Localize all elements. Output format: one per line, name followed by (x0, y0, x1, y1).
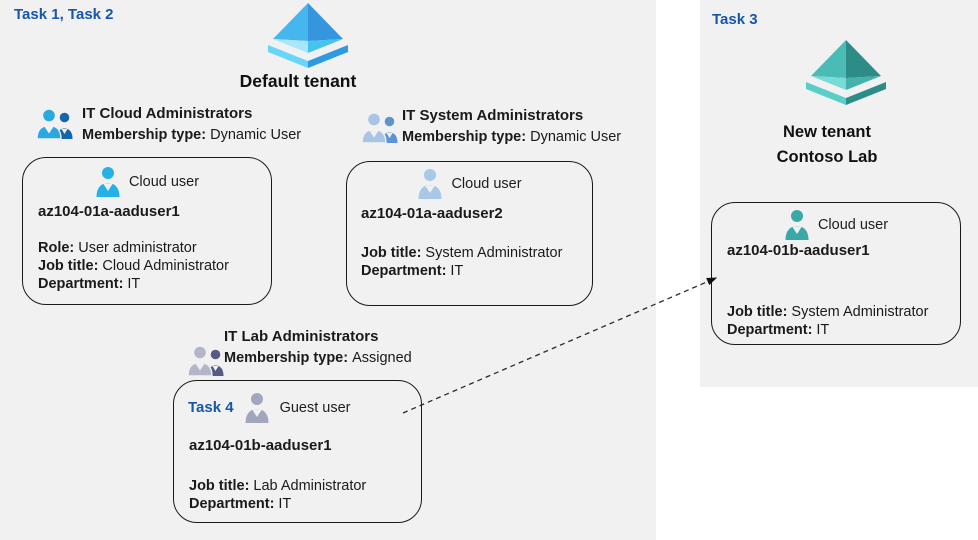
group-icon-lab-admins (187, 344, 225, 377)
card-header: Cloud user (347, 168, 592, 199)
group-membership: Membership type:Dynamic User (402, 128, 621, 147)
task-3-label: Task 3 (712, 11, 758, 28)
field-job-title: Job title:System Administrator (727, 304, 929, 320)
user-card-aaduser1: Cloud user az104-01a-aaduser1 Role:User … (22, 157, 272, 305)
group-icon-cloud-admins (36, 107, 74, 140)
membership-label: Membership type: (402, 129, 527, 145)
field-job-title: Job title:Cloud Administrator (38, 258, 229, 274)
cloud-user-icon (95, 166, 121, 197)
user-type-label: Cloud user (128, 173, 200, 190)
cloud-user-icon (784, 209, 810, 240)
user-fields: Job title:System Administrator Departmen… (361, 244, 562, 280)
user-card-aaduser2: Cloud user az104-01a-aaduser2 Job title:… (346, 161, 593, 306)
user-type-label: Cloud user (451, 175, 522, 192)
group-membership: Membership type:Dynamic User (82, 126, 301, 145)
field-department: Department:IT (189, 496, 292, 512)
username: az104-01a-aaduser2 (361, 205, 503, 222)
membership-label: Membership type: (224, 350, 349, 366)
new-tenant-azure-ad-icon (798, 40, 894, 106)
field-job-title: Job title:Lab Administrator (189, 478, 367, 494)
username: az104-01b-aaduser1 (727, 242, 870, 259)
group-name: IT Lab Administrators (224, 328, 379, 345)
guest-user-card: Task 4 Guest user az104-01b-aaduser1 Job… (173, 380, 422, 523)
default-tenant-panel (0, 0, 656, 540)
username: az104-01b-aaduser1 (189, 437, 332, 454)
group-lab-admins: IT Lab Administrators Membership type:As… (224, 327, 412, 368)
group-membership: Membership type:Assigned (224, 349, 412, 368)
group-cloud-admins: IT Cloud Administrators Membership type:… (82, 104, 301, 145)
guest-user-icon (244, 392, 270, 423)
field-department: Department:IT (361, 263, 464, 279)
group-system-admins: IT System Administrators Membership type… (402, 106, 621, 147)
card-header: Cloud user (23, 166, 271, 197)
cloud-user-icon (417, 168, 443, 199)
card-header: Task 4 Guest user (174, 392, 421, 423)
default-tenant-title: Default tenant (239, 71, 357, 91)
new-tenant-title-line2: Contoso Lab (776, 148, 878, 166)
username: az104-01a-aaduser1 (38, 203, 180, 220)
task-1-2-label: Task 1, Task 2 (14, 6, 114, 23)
card-header: Cloud user (712, 209, 960, 240)
user-type-label: Guest user (279, 399, 351, 416)
field-department: Department:IT (38, 276, 141, 292)
field-job-title: Job title:System Administrator (361, 245, 563, 261)
group-name: IT System Administrators (402, 107, 584, 124)
membership-label: Membership type: (82, 127, 207, 143)
group-icon-system-admins (361, 111, 399, 144)
user-fields: Job title:System Administrator Departmen… (727, 303, 928, 339)
task-4-label: Task 4 (188, 399, 234, 416)
membership-value: Assigned (352, 350, 412, 366)
user-fields: Role:User administrator Job title:Cloud … (38, 239, 229, 293)
azure-ad-tenant-icon (260, 3, 356, 69)
new-tenant-user-card: Cloud user az104-01b-aaduser1 Job title:… (711, 202, 961, 345)
field-department: Department:IT (727, 322, 830, 338)
membership-value: Dynamic User (530, 129, 622, 145)
group-name: IT Cloud Administrators (82, 105, 253, 122)
field-role: Role:User administrator (38, 240, 197, 256)
user-fields: Job title:Lab Administrator Department:I… (189, 477, 366, 513)
user-type-label: Cloud user (817, 216, 889, 233)
membership-value: Dynamic User (210, 127, 302, 143)
new-tenant-title-line1: New tenant (782, 123, 871, 141)
